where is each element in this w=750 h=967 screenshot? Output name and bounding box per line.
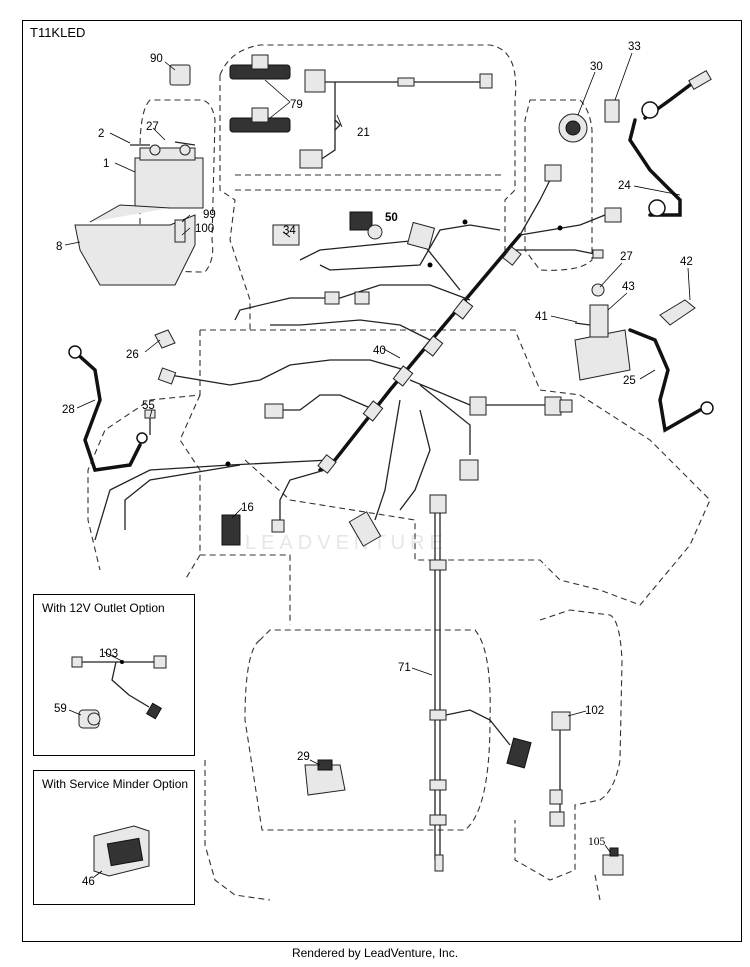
label-1: 1 <box>103 158 109 170</box>
minder-option-art: 46 <box>82 825 150 888</box>
label-16: 16 <box>241 502 254 514</box>
label-100: 100 <box>195 223 214 235</box>
battery-assembly <box>74 141 204 286</box>
label-21: 21 <box>357 127 370 139</box>
label-105: 105 <box>588 836 606 848</box>
right-components <box>558 69 714 433</box>
label-43: 43 <box>622 281 635 293</box>
label-30: 30 <box>590 61 603 73</box>
lower-harness <box>304 494 624 876</box>
outlet-option-title: With 12V Outlet Option <box>42 601 165 615</box>
outlet-option-art: 103 59 <box>54 648 167 729</box>
model-code: T11KLED <box>30 25 86 40</box>
label-59: 59 <box>54 703 67 715</box>
label-79: 79 <box>290 99 303 111</box>
tractor-outline <box>87 44 711 901</box>
label-99: 99 <box>203 209 216 221</box>
label-27b: 27 <box>620 251 633 263</box>
label-26: 26 <box>126 349 139 361</box>
main-harness <box>94 164 622 547</box>
part-labels: 90 79 21 30 33 2 27 1 99 100 8 24 34 50 … <box>56 41 693 848</box>
label-27a: 27 <box>146 121 159 133</box>
label-71: 71 <box>398 662 411 674</box>
minder-option-title: With Service Minder Option <box>42 777 189 791</box>
label-103: 103 <box>99 648 118 660</box>
footer-credit: Rendered by LeadVenture, Inc. <box>291 946 459 960</box>
diagram-frame <box>22 20 742 942</box>
outlet-option-box: With 12V Outlet Option 103 59 <box>33 594 195 756</box>
label-46: 46 <box>82 876 95 888</box>
leader-lines <box>64 52 691 853</box>
label-55: 55 <box>142 400 155 412</box>
watermark: LEADVENTURE <box>245 532 448 554</box>
label-24: 24 <box>618 180 631 192</box>
top-components <box>169 54 493 169</box>
label-102: 102 <box>585 705 604 717</box>
label-50: 50 <box>385 212 398 224</box>
label-41: 41 <box>535 311 548 323</box>
label-8: 8 <box>56 241 62 253</box>
left-components <box>68 211 436 546</box>
label-90: 90 <box>150 53 163 65</box>
label-25: 25 <box>623 375 636 387</box>
label-34: 34 <box>283 225 296 237</box>
label-40: 40 <box>373 345 386 357</box>
minder-option-box: With Service Minder Option 46 <box>33 770 195 905</box>
label-28: 28 <box>62 404 75 416</box>
label-33: 33 <box>628 41 641 53</box>
label-2: 2 <box>98 128 104 140</box>
label-29: 29 <box>297 751 310 763</box>
label-42: 42 <box>680 256 693 268</box>
